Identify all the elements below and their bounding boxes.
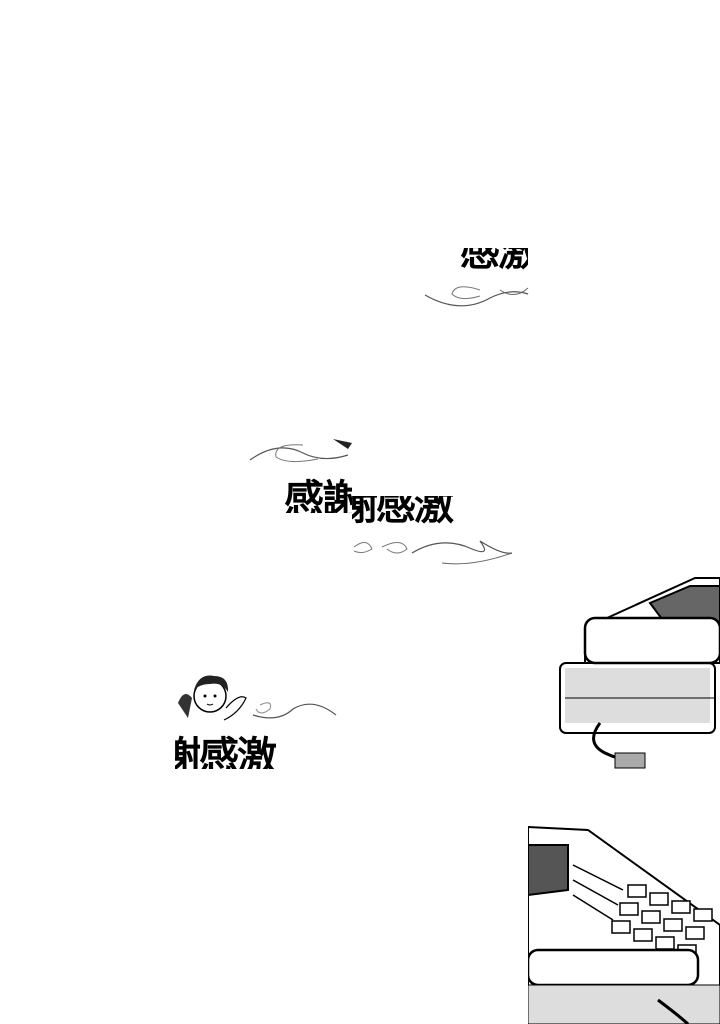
text-fragment-top: 感激 [458, 248, 528, 274]
text-fragment-bottom: 謝感激 [175, 735, 300, 770]
flourish-ornament [249, 439, 352, 463]
cherub-illustration [178, 675, 247, 721]
flourish-ornament [252, 702, 337, 719]
caption-text: 感激 [460, 248, 528, 274]
fax-machine-illustration [528, 825, 720, 1024]
text-fragment-middle-left: 感謝 [284, 478, 352, 514]
text-fragment-middle-right: 謝感激 [352, 496, 480, 528]
caption-text: 感謝 [284, 478, 352, 514]
flourish-ornament [353, 540, 513, 565]
caption-text: 謝感激 [352, 496, 454, 528]
fax-machine-illustration [559, 577, 720, 769]
flourish-ornament [424, 286, 529, 307]
caption-text: 謝感激 [175, 735, 277, 770]
